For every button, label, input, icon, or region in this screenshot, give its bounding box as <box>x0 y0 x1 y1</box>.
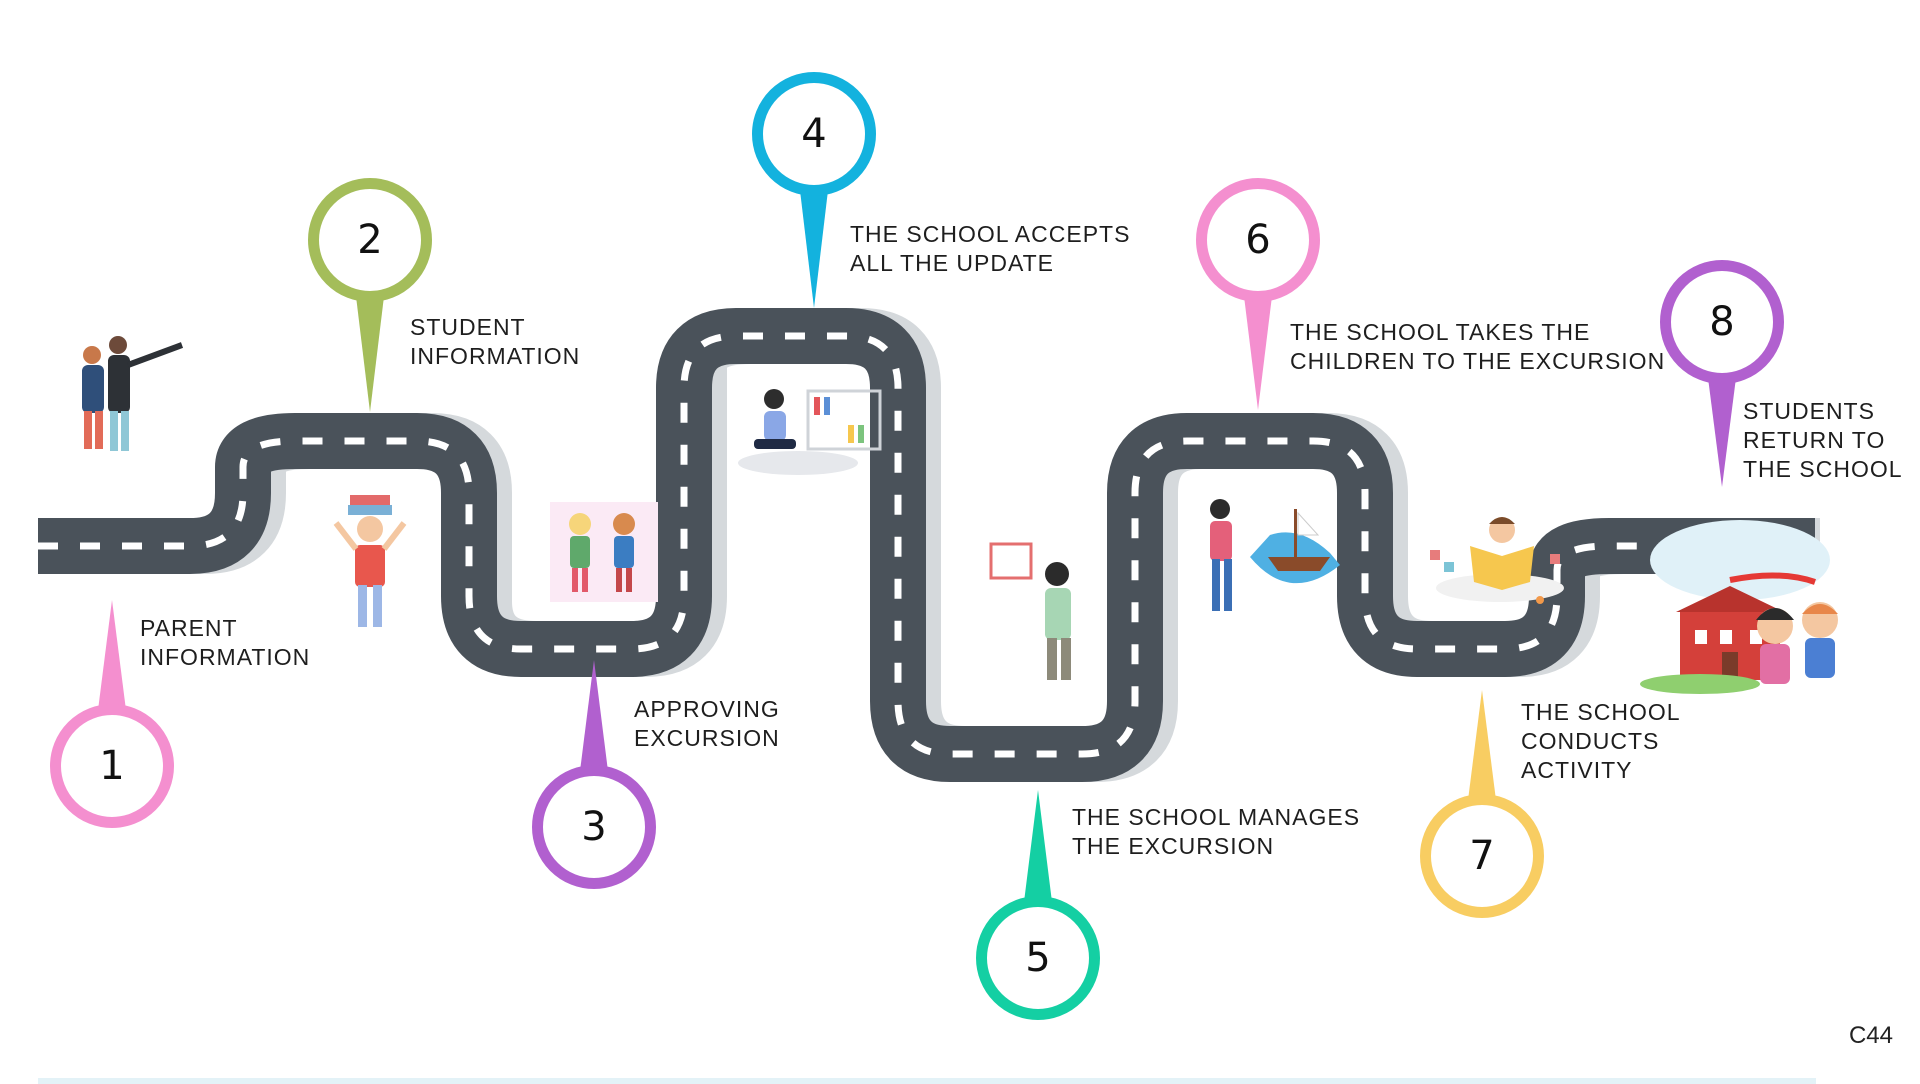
step-6-number: 6 <box>1245 217 1270 263</box>
pin-tail <box>1023 790 1053 910</box>
step-5-pin: 5 <box>976 790 1100 1020</box>
step-7-number: 7 <box>1469 833 1494 879</box>
step-8-label: STUDENTS RETURN TO THE SCHOOL <box>1743 397 1903 484</box>
pin-tail <box>1467 690 1497 808</box>
step-1-pin: 1 <box>50 600 174 828</box>
pin-circle <box>1420 794 1544 918</box>
step-4-line2: ALL THE UPDATE <box>850 250 1055 276</box>
step-1-line2: INFORMATION <box>140 644 311 670</box>
step-4-pin: 4 <box>752 72 876 308</box>
pin-circle <box>532 765 656 889</box>
pin-circle <box>50 704 174 828</box>
step-8-line3: THE SCHOOL <box>1743 456 1903 482</box>
pin-tail <box>799 182 829 308</box>
step-7-pin: 7 <box>1420 690 1544 918</box>
step-1-label: PARENT INFORMATION <box>140 614 310 672</box>
step-1-number: 1 <box>99 743 124 789</box>
pin-circle <box>752 72 876 196</box>
step-8-number: 8 <box>1709 299 1734 345</box>
parents-illustration <box>82 336 184 451</box>
step-5-number: 5 <box>1025 935 1050 981</box>
pin-circle <box>308 178 432 302</box>
ship-illustration <box>1210 499 1340 611</box>
pin-tail <box>97 600 127 718</box>
reading-girl-illustration <box>989 542 1071 680</box>
step-3-line2: EXCURSION <box>634 725 780 751</box>
step-5-line1: THE SCHOOL MANAGES <box>1072 804 1361 830</box>
step-2-pin: 2 <box>308 178 432 412</box>
diagram-code: C44 <box>1848 1022 1893 1049</box>
step-2-label: STUDENT INFORMATION <box>410 313 580 371</box>
shelf-illustration <box>738 389 882 475</box>
activity-boy-illustration <box>1430 517 1564 604</box>
pin-circle <box>976 896 1100 1020</box>
step-3-label: APPROVING EXCURSION <box>634 695 780 753</box>
step-2-number: 2 <box>357 217 382 263</box>
step-2-line2: INFORMATION <box>410 343 581 369</box>
step-4-label: THE SCHOOL ACCEPTS ALL THE UPDATE <box>850 220 1130 278</box>
pin-tail <box>1243 288 1273 410</box>
school-illustration <box>1640 520 1838 694</box>
step-6-line1: THE SCHOOL TAKES THE <box>1290 319 1591 345</box>
step-7-line3: ACTIVITY <box>1521 757 1633 783</box>
step-2-line1: STUDENT <box>410 314 526 340</box>
pin-tail <box>1707 370 1737 487</box>
step-3-pin: 3 <box>532 660 656 889</box>
step-5-label: THE SCHOOL MANAGES THE EXCURSION <box>1072 803 1360 861</box>
step-6-pin: 6 <box>1196 178 1320 410</box>
pin-tail <box>355 288 385 412</box>
step-4-line1: THE SCHOOL ACCEPTS <box>850 221 1131 247</box>
step-7-line1: THE SCHOOL <box>1521 699 1681 725</box>
step-6-label: THE SCHOOL TAKES THE CHILDREN TO THE EXC… <box>1290 318 1665 376</box>
student-books-illustration <box>333 495 407 627</box>
pin-circle <box>1660 260 1784 384</box>
step-4-number: 4 <box>801 111 826 157</box>
step-8-line2: RETURN TO <box>1743 427 1886 453</box>
footer-divider <box>38 1078 1816 1084</box>
step-5-line2: THE EXCURSION <box>1072 833 1275 859</box>
lane-markings <box>38 332 1815 758</box>
step-7-label: THE SCHOOL CONDUCTS ACTIVITY <box>1521 698 1681 785</box>
step-7-line2: CONDUCTS <box>1521 728 1660 754</box>
pin-circle <box>1196 178 1320 302</box>
step-8-line1: STUDENTS <box>1743 398 1875 424</box>
step-3-line1: APPROVING <box>634 696 780 722</box>
pin-tail <box>579 660 609 779</box>
approving-kids-illustration <box>550 502 658 602</box>
step-6-line2: CHILDREN TO THE EXCURSION <box>1290 348 1666 374</box>
step-8-pin: 8 <box>1660 260 1784 487</box>
step-1-line1: PARENT <box>140 615 238 641</box>
step-3-number: 3 <box>581 804 606 850</box>
